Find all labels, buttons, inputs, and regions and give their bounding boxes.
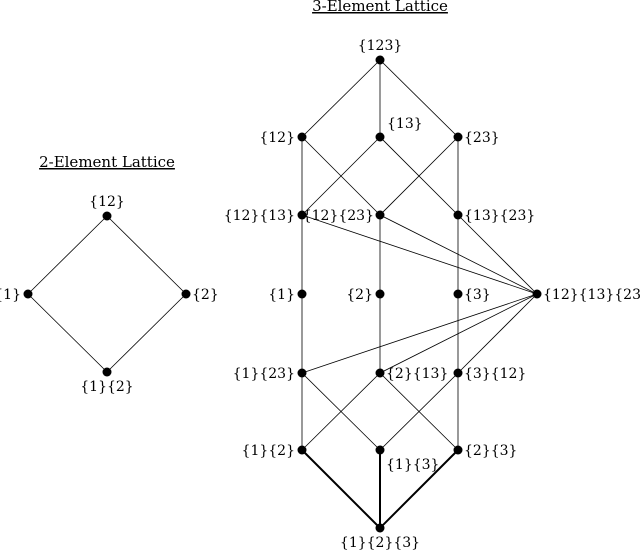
- edge-13-12_13: [301, 136, 381, 216]
- edge-12_13-12_13_23: [301, 214, 538, 295]
- label-1_2: {1}{2}: [80, 379, 133, 395]
- label-1_2: {1}{2}: [242, 443, 295, 459]
- label-2: {2}: [346, 287, 373, 303]
- label-123: {123}: [358, 38, 403, 54]
- edge-123-23: [379, 59, 459, 138]
- edge-12_13_23-2_13: [379, 293, 538, 374]
- edge-2_3-1_2_3: [379, 449, 459, 529]
- lattice3-nodes: [297, 55, 542, 533]
- label-1: {1}: [268, 287, 295, 303]
- label-12_13: {12}{13}: [224, 208, 295, 224]
- edge-3_12-1_3: [379, 372, 459, 451]
- label-23: {23}: [464, 130, 500, 146]
- label-1_2_3: {1}{2}{3}: [340, 535, 420, 551]
- lattice2-labels: {12} {1} {2} {1}{2}: [0, 194, 219, 395]
- edge-12_13_23-3_12: [457, 293, 538, 374]
- node-1_3: [375, 445, 385, 455]
- node-23: [453, 132, 463, 142]
- node-123: [375, 55, 385, 65]
- label-1_3: {1}{3}: [386, 457, 439, 473]
- node-1: [23, 289, 33, 299]
- edge-123-12: [301, 59, 381, 138]
- node-2_3: [453, 445, 463, 455]
- edge-1_2-1_2_3: [301, 449, 381, 529]
- edge-12_23-12_13_23: [379, 214, 538, 295]
- lattice3-edges: [301, 59, 538, 529]
- node-1_23: [297, 368, 307, 378]
- edge-13_23-12_13_23: [457, 214, 538, 295]
- lattice2-edges: [27, 215, 187, 373]
- node-12: [102, 211, 112, 221]
- label-1_23: {1}{23}: [233, 366, 295, 382]
- node-2: [375, 289, 385, 299]
- label-13_23: {13}{23}: [464, 208, 535, 224]
- edge-23-12_23: [379, 136, 459, 216]
- node-1_2: [102, 367, 112, 377]
- edge-12-2: [106, 215, 187, 295]
- label-2_13: {2}{13}: [386, 366, 448, 382]
- label-1: {1}: [0, 287, 21, 303]
- label-13: {13}: [387, 116, 423, 132]
- edge-2_13-1_2: [301, 372, 381, 451]
- label-3_12: {3}{12}: [464, 366, 526, 382]
- label-2_3: {2}{3}: [464, 443, 517, 459]
- label-12: {12}: [259, 130, 295, 146]
- node-12_23: [375, 210, 385, 220]
- node-2: [181, 289, 191, 299]
- label-12_23: {12}{23}: [303, 208, 374, 224]
- node-1: [297, 289, 307, 299]
- node-1_2: [297, 445, 307, 455]
- label-12: {12}: [89, 194, 125, 210]
- lattice2-nodes: [23, 211, 191, 377]
- lattice3-title: 3-Element Lattice: [312, 0, 448, 15]
- node-3_12: [453, 368, 463, 378]
- node-12_13: [297, 210, 307, 220]
- label-2: {2}: [192, 287, 219, 303]
- edge-2-1_2: [106, 293, 187, 373]
- node-1_2_3: [375, 523, 385, 533]
- lattice2-title: 2-Element Lattice: [39, 153, 175, 171]
- lattice3-labels: {123} {12} {13} {23} {12}{13} {12}{23} {…: [224, 38, 640, 551]
- node-3: [453, 289, 463, 299]
- label-3: {3}: [464, 287, 491, 303]
- edge-12-1: [27, 215, 108, 295]
- node-12_13_23: [532, 289, 542, 299]
- node-2_13: [375, 368, 385, 378]
- edge-1-1_2: [27, 293, 108, 373]
- edge-12_13_23-1_23: [301, 293, 538, 374]
- node-13_23: [453, 210, 463, 220]
- node-12: [297, 132, 307, 142]
- label-12_13_23: {12}{13}{23}: [543, 287, 640, 303]
- node-13: [375, 132, 385, 142]
